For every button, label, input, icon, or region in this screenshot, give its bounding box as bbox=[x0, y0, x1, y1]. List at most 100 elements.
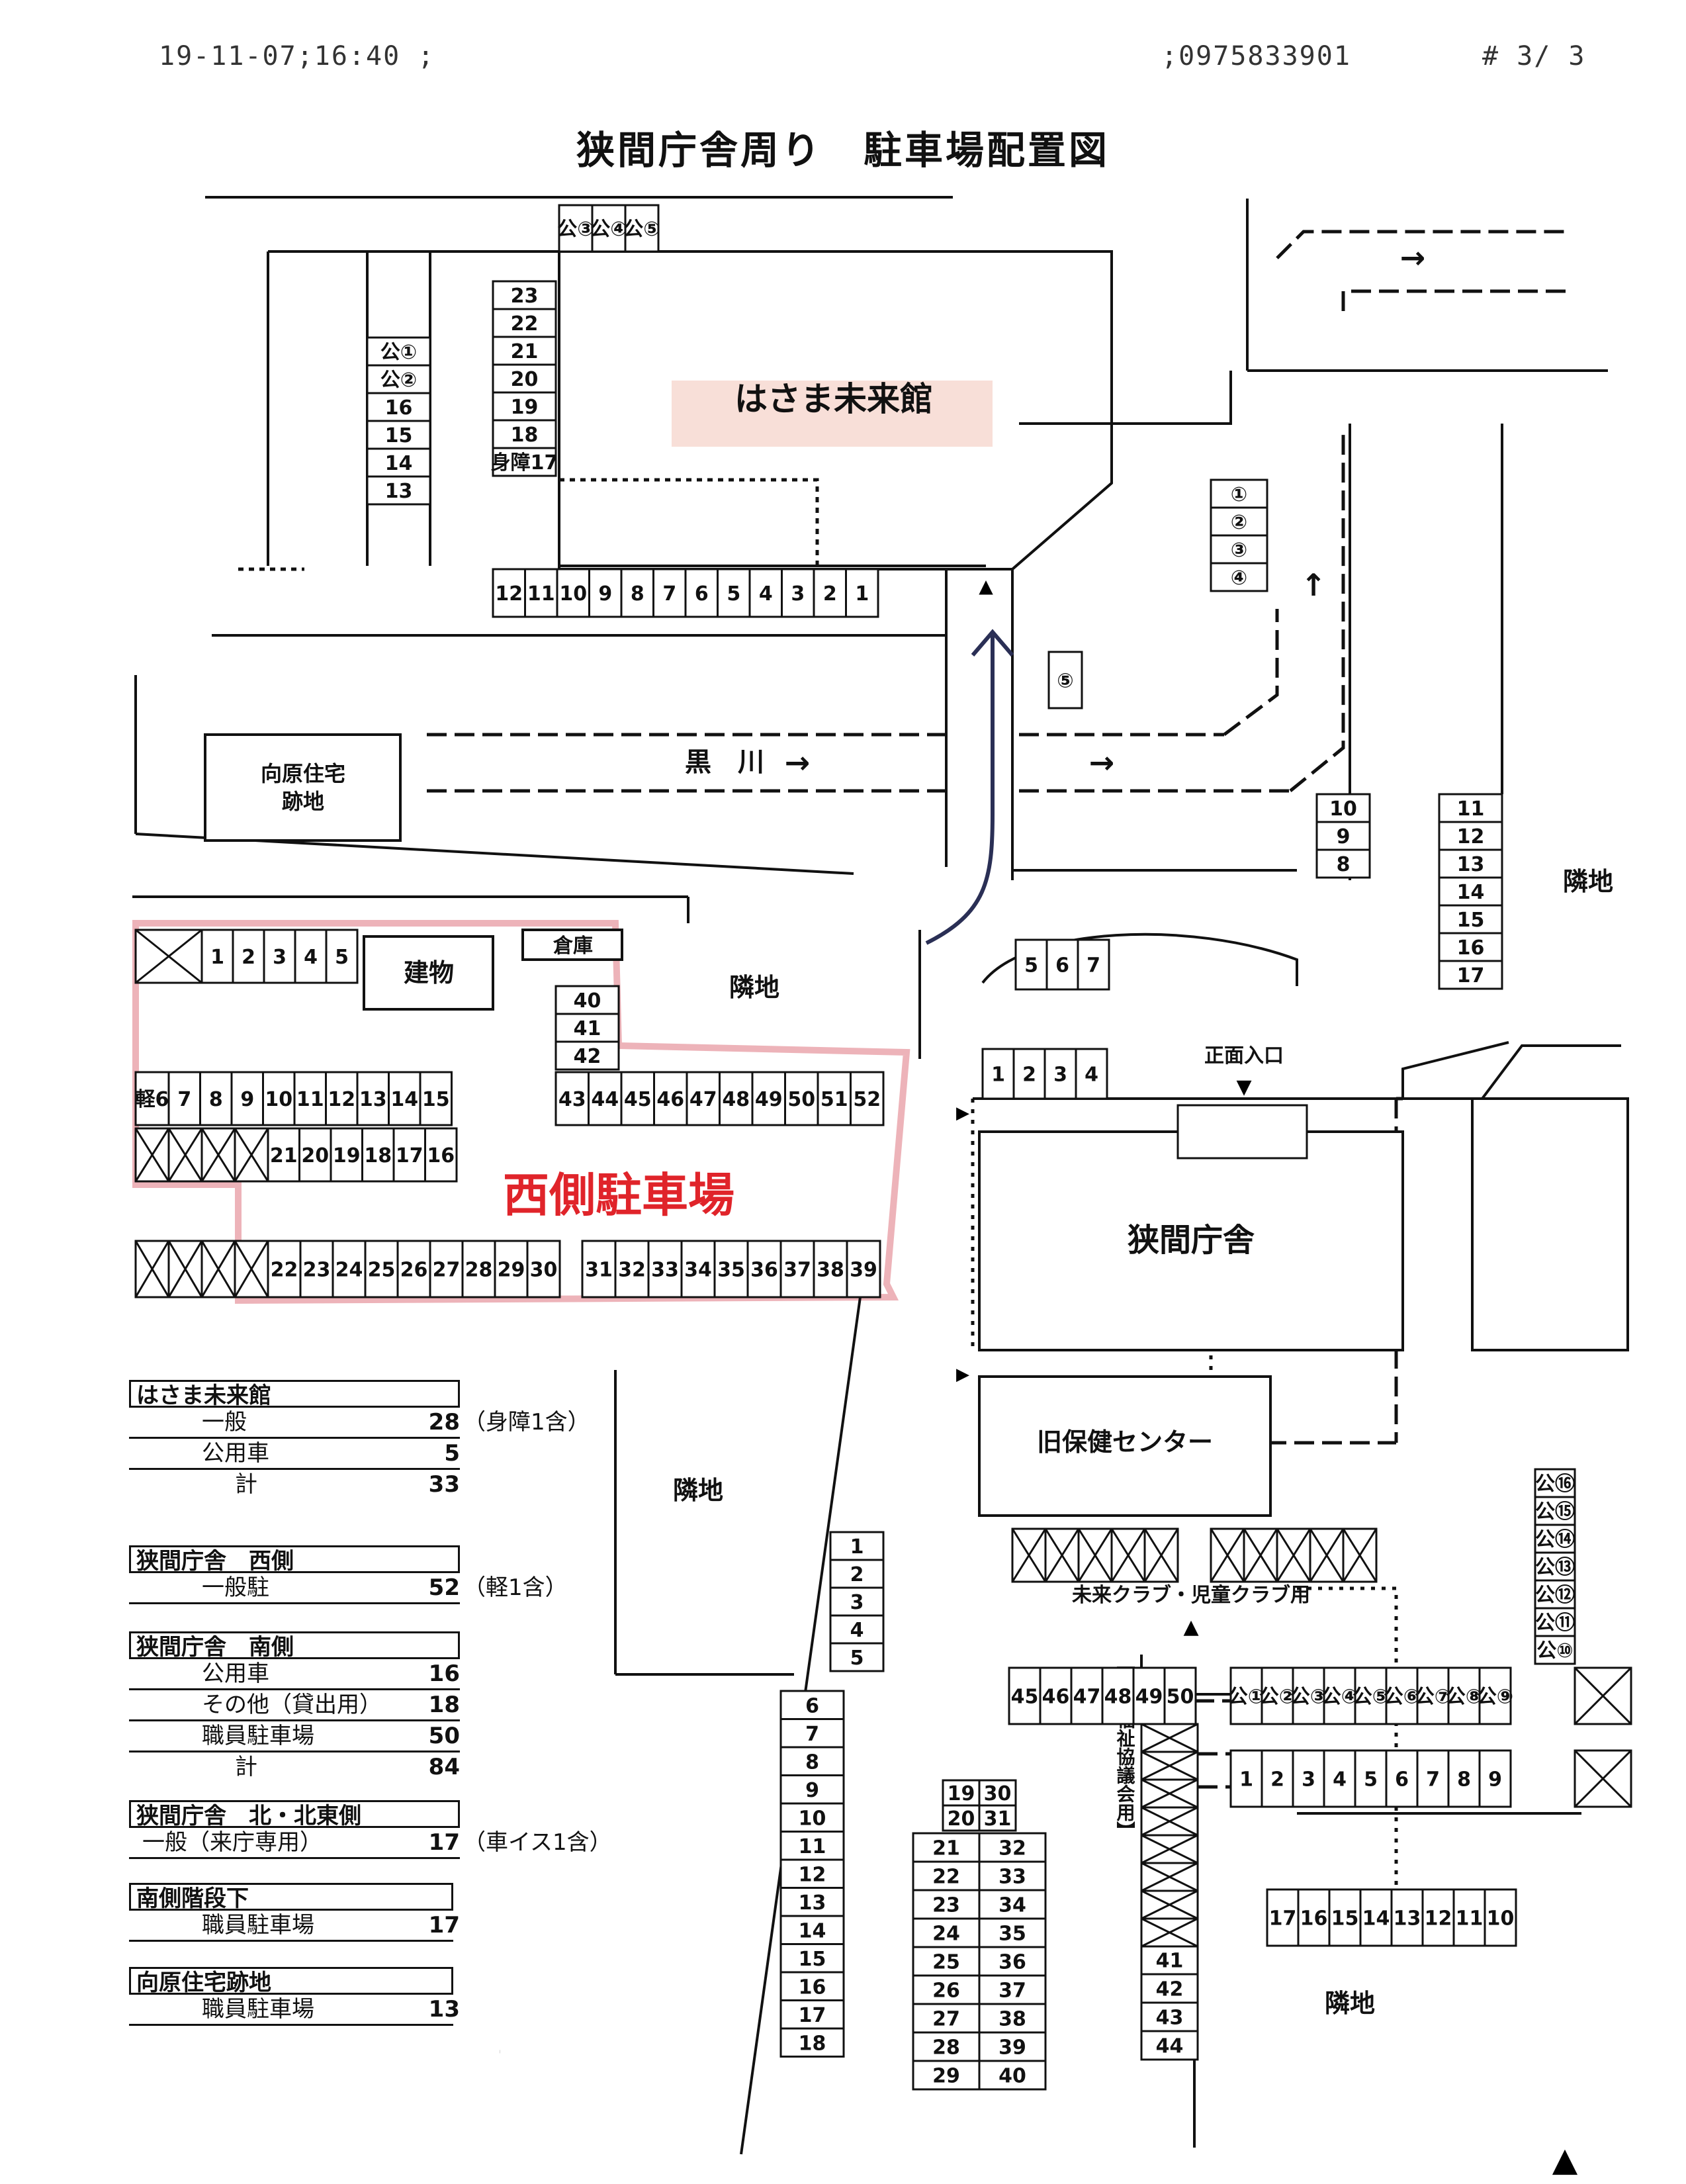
crossed-spot-top bbox=[134, 929, 203, 984]
mirai-bottom-spot-1: 11 bbox=[524, 568, 558, 618]
svg-text:31: 31 bbox=[585, 1259, 613, 1282]
south-grid-right-spot-0: 32 bbox=[978, 1832, 1047, 1863]
svg-text:⑤: ⑤ bbox=[1057, 670, 1073, 693]
route-arrowhead-icon bbox=[971, 629, 1014, 657]
svg-text:51: 51 bbox=[821, 1088, 848, 1111]
crossed-out-spots bbox=[134, 929, 1632, 1948]
svg-text:7: 7 bbox=[805, 1723, 819, 1746]
svg-text:4: 4 bbox=[1333, 1768, 1347, 1792]
north-wheelchair-spot: 1 bbox=[981, 1048, 1015, 1100]
west-22-30-spot-5: 27 bbox=[429, 1240, 464, 1298]
svg-text:13: 13 bbox=[385, 480, 413, 503]
crossed-shakyo-6 bbox=[1140, 1889, 1199, 1920]
svg-text:17: 17 bbox=[1269, 1907, 1297, 1931]
ne-col-spot-2: ③ bbox=[1210, 534, 1268, 565]
stairs-row-spot-8: 9 bbox=[1478, 1749, 1512, 1808]
svg-text:22: 22 bbox=[511, 312, 539, 336]
svg-text:22: 22 bbox=[932, 1866, 960, 1889]
crossed-club-b-2 bbox=[1276, 1527, 1311, 1583]
west-22-30-spot-3: 25 bbox=[364, 1240, 399, 1298]
svg-text:48: 48 bbox=[1104, 1686, 1132, 1709]
ne-right-spot-0: 11 bbox=[1438, 793, 1503, 823]
crossed-club-b-1 bbox=[1243, 1527, 1278, 1583]
svg-text:46: 46 bbox=[1042, 1686, 1070, 1709]
south-grid-left-spot-1: 22 bbox=[912, 1860, 981, 1891]
svg-text:14: 14 bbox=[390, 1088, 418, 1111]
handdrawn-route-arrow bbox=[925, 635, 995, 945]
svg-text:32: 32 bbox=[618, 1259, 646, 1282]
svg-text:13: 13 bbox=[799, 1891, 826, 1915]
rinchi-label-3: 隣地 bbox=[1563, 867, 1613, 896]
svg-text:10: 10 bbox=[559, 582, 587, 606]
crossed-spot-low-1 bbox=[167, 1240, 203, 1298]
fax-number: ;0975833901 bbox=[1161, 41, 1351, 71]
svg-text:10: 10 bbox=[799, 1807, 826, 1830]
west-22-30-spot-1: 23 bbox=[299, 1240, 334, 1298]
mirai-mid-spot-0: 23 bbox=[492, 280, 557, 310]
public-col-spot-1: 公⑮ bbox=[1534, 1496, 1576, 1526]
svg-text:①: ① bbox=[1231, 483, 1247, 506]
mirai-left-spot-2: 16 bbox=[366, 392, 431, 422]
south-grid-left-spot-7: 28 bbox=[912, 2031, 981, 2062]
west-40-42-spot-1: 41 bbox=[555, 1013, 620, 1043]
legend-south-v1: 16 bbox=[428, 1661, 460, 1687]
svg-text:35: 35 bbox=[717, 1259, 745, 1282]
svg-text:44: 44 bbox=[591, 1088, 619, 1111]
ne-right-spot-1: 12 bbox=[1438, 821, 1503, 851]
south-6-18-spot-6: 12 bbox=[779, 1858, 845, 1889]
mirai-mid-spot-3: 20 bbox=[492, 363, 557, 394]
mirai-left-spot-1: 公② bbox=[366, 364, 431, 394]
legend-south-head: 狭間庁舎 南側 bbox=[129, 1631, 460, 1661]
legend-mukaebaru-r1: 職員駐車場 bbox=[202, 1996, 314, 2023]
svg-text:12: 12 bbox=[1425, 1907, 1452, 1931]
svg-text:30: 30 bbox=[530, 1259, 558, 1282]
west-top-spot-4: 5 bbox=[325, 929, 359, 984]
svg-text:37: 37 bbox=[783, 1259, 811, 1282]
svg-text:13: 13 bbox=[1457, 853, 1485, 876]
svg-text:39: 39 bbox=[850, 1259, 877, 1282]
club-triangle-icon: ▲ bbox=[1183, 1615, 1198, 1639]
crossed-spot-mid-2 bbox=[200, 1127, 236, 1183]
svg-text:公⑨: 公⑨ bbox=[1477, 1686, 1513, 1709]
svg-text:46: 46 bbox=[656, 1088, 684, 1111]
mirai-left-spot-0: 公① bbox=[366, 336, 431, 367]
svg-text:9: 9 bbox=[1337, 825, 1351, 848]
svg-text:公⑦: 公⑦ bbox=[1415, 1686, 1451, 1709]
svg-text:17: 17 bbox=[1457, 964, 1485, 987]
svg-text:10: 10 bbox=[265, 1088, 292, 1111]
svg-text:14: 14 bbox=[385, 452, 413, 475]
west-7-15-spot-1: 8 bbox=[199, 1071, 233, 1126]
south-6-18-spot-7: 13 bbox=[779, 1887, 845, 1917]
svg-text:9: 9 bbox=[598, 582, 612, 606]
crossed-stairs-end bbox=[1574, 1749, 1632, 1808]
svg-text:9: 9 bbox=[805, 1779, 819, 1802]
svg-text:10: 10 bbox=[1329, 797, 1357, 821]
west-22-30-spot-7: 29 bbox=[494, 1240, 529, 1298]
svg-text:17: 17 bbox=[799, 2004, 826, 2027]
svg-text:16: 16 bbox=[1300, 1907, 1328, 1931]
west-22-30-spot-0: 22 bbox=[267, 1240, 302, 1298]
svg-text:23: 23 bbox=[303, 1259, 331, 1282]
svg-text:15: 15 bbox=[799, 1948, 826, 1971]
legend-stairs-head: 南側階段下 bbox=[129, 1883, 453, 1912]
svg-text:28: 28 bbox=[932, 2036, 960, 2060]
crossed-spot-mid-1 bbox=[167, 1127, 203, 1183]
west-31-39-spot-3: 34 bbox=[680, 1240, 716, 1298]
svg-text:公①: 公① bbox=[1228, 1686, 1264, 1709]
crossed-club-b-3 bbox=[1309, 1527, 1345, 1583]
west-31-39-spot-1: 32 bbox=[614, 1240, 650, 1298]
south-grid-left-spot-2: 23 bbox=[912, 1889, 981, 1920]
south-45-50-spot-3: 48 bbox=[1101, 1666, 1135, 1725]
mirai-mid-spot-6: 身障17 bbox=[491, 447, 558, 477]
svg-text:8: 8 bbox=[1457, 1768, 1471, 1792]
legend-mirai-r2: 公用車 bbox=[202, 1440, 269, 1467]
svg-text:11: 11 bbox=[1456, 1907, 1484, 1931]
svg-text:④: ④ bbox=[1231, 567, 1247, 590]
legend-mirai-vt: 33 bbox=[428, 1471, 460, 1498]
legend-north: 狭間庁舎 北・北東側 一般（来庁専用）17（車イス1含） bbox=[129, 1800, 612, 1859]
